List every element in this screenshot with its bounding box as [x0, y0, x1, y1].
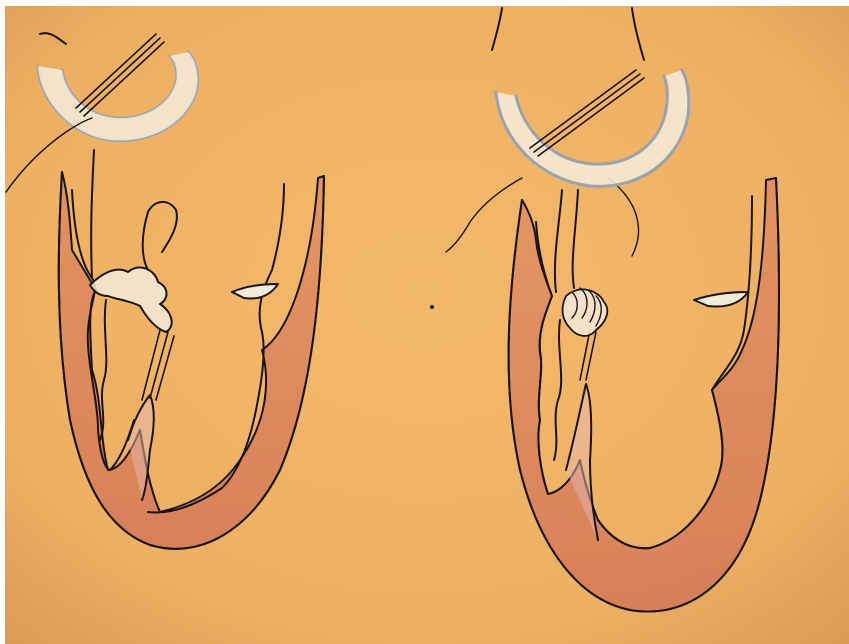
left-edge [0, 0, 5, 644]
top-edge [0, 0, 849, 6]
ink-dot [430, 305, 434, 309]
